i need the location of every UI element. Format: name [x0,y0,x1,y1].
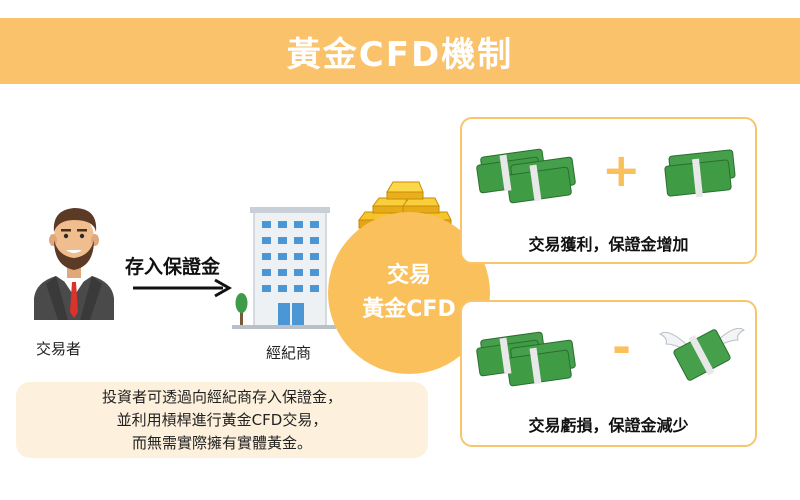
loss-caption: 交易虧損，保證金減少 [528,416,689,435]
office-building-icon [232,207,336,329]
explanation-note: 投資者可透過向經紀商存入保證金， 並利用槓桿進行黃金CFD交易， 而無需實際擁有… [16,382,428,458]
profit-caption: 交易獲利，保證金增加 [528,235,689,254]
note-line: 並利用槓桿進行黃金CFD交易， [116,410,328,429]
businessman-icon [34,208,114,320]
circle-line-trade: 交易 [386,262,431,288]
note-line: 投資者可透過向經紀商存入保證金， [101,387,342,406]
money-stack-icon [476,331,576,387]
profit-box: + 交易獲利，保證金增加 [460,117,757,264]
trader-label: 交易者 [36,340,82,358]
money-stack-icon [476,148,576,204]
plus-sign: + [602,143,641,197]
flying-money-icon [659,327,745,381]
deposit-arrow-label: 存入保證金 [125,256,221,278]
right-arrow-icon [133,278,233,298]
minus-sign: - [612,320,632,374]
broker-label: 經紀商 [266,344,312,362]
page-title: 黃金CFD機制 [286,34,514,75]
money-stack-icon [664,149,736,198]
note-line: 而無需實際擁有實體黃金。 [131,433,312,452]
title-banner: 黃金CFD機制 [0,18,800,84]
circle-line-gold-cfd: 黃金CFD [362,297,456,322]
loss-box: - 交易虧損，保證金減少 [460,300,757,447]
